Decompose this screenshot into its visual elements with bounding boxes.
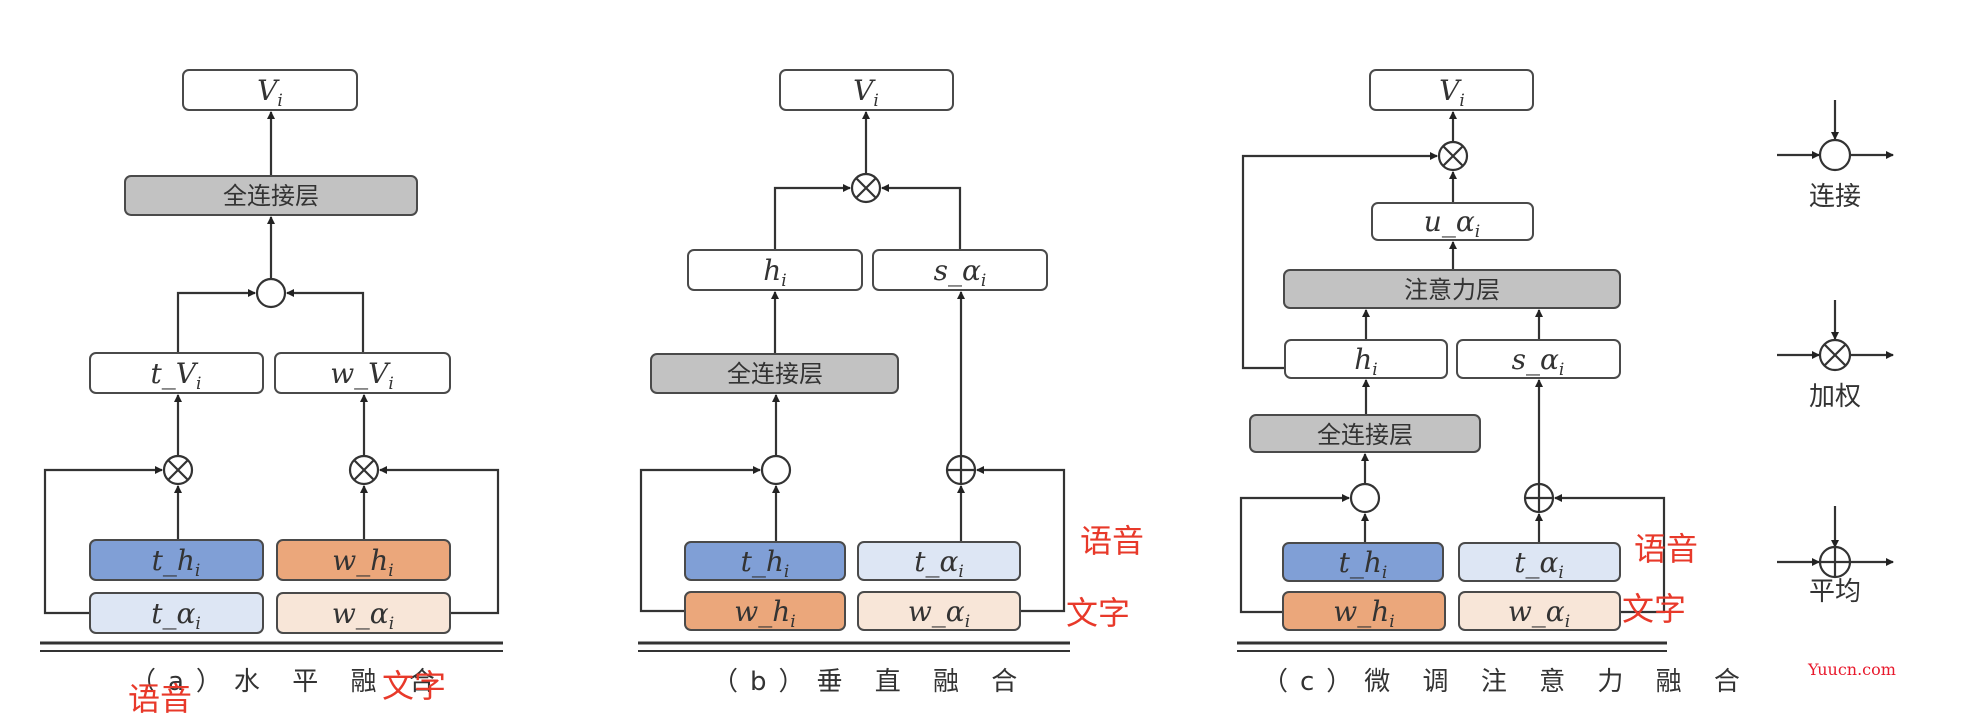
t-h-label: t_hi [1339, 546, 1388, 583]
t-h-box [89, 539, 264, 581]
t-alpha-box [89, 592, 264, 634]
annotation-text: 文字 [1622, 590, 1686, 628]
feedback-connector [1554, 494, 1666, 614]
w-h-label: w_hi [332, 544, 393, 581]
oplus-op-icon [1523, 482, 1555, 514]
legend-label: 平均 [1809, 577, 1861, 607]
u-alpha-label: u_αi [1424, 205, 1480, 242]
t-h-label: t_hi [152, 544, 201, 581]
s-alpha-label: s_αi [1512, 343, 1565, 380]
t-v-label: t_Vi [151, 357, 202, 394]
w-alpha-box [857, 591, 1021, 631]
caption-c: （c）微 调 注 意 力 融 合 [1262, 667, 1752, 697]
otimes-op-icon [348, 454, 380, 486]
watermark: Yuucn.com [1807, 660, 1896, 679]
t-alpha-label: t_αi [151, 597, 201, 634]
w-alpha-label: w_αi [908, 595, 970, 632]
w-v-box [274, 352, 451, 394]
caption-b: （b）垂 直 融 合 [712, 667, 1029, 697]
output-label: Vi [853, 74, 879, 111]
concat-op-icon [255, 277, 287, 309]
output-box [182, 69, 358, 111]
w-h-box [276, 539, 451, 581]
legend-label: 加权 [1809, 382, 1861, 412]
t-h-label: t_hi [741, 545, 790, 582]
panel-a: Vi 全连接层 t_Vi w_Vi t_hi w_hi t_αi [40, 69, 503, 718]
feedback-connector [1241, 152, 1438, 370]
fc-layer-box [650, 353, 899, 394]
legend: 连接 加权 平均 [1777, 100, 1894, 607]
annotation-speech: 语音 [128, 680, 192, 718]
legend-item-concat: 连接 [1777, 100, 1894, 212]
otimes-op-icon [850, 172, 882, 204]
feedback-connector [976, 466, 1066, 613]
t-alpha-label: t_αi [1514, 546, 1564, 583]
feedback-connector [379, 466, 500, 615]
annotation-text: 文字 [382, 667, 446, 705]
t-h-box [684, 541, 846, 581]
fc-layer-label: 全连接层 [1317, 421, 1413, 449]
panel-b: Vi hi s_αi 全连接层 t_hi t_αi w_hi [638, 69, 1144, 697]
fc-layer-box [124, 175, 418, 216]
concat-op-icon [1349, 482, 1381, 514]
w-v-label: w_Vi [330, 357, 394, 394]
oplus-icon [1818, 545, 1852, 579]
t-alpha-box [1458, 542, 1621, 582]
t-h-box [1282, 542, 1444, 582]
fc-layer-box [1249, 414, 1481, 453]
h-box [1284, 339, 1448, 379]
w-h-box [684, 591, 846, 631]
annotation-text: 文字 [1066, 594, 1130, 632]
h-label: hi [763, 254, 786, 291]
w-h-box [1282, 591, 1446, 631]
connector [286, 289, 365, 353]
w-alpha-box [1458, 591, 1621, 631]
feedback-connector [1239, 494, 1350, 614]
connector [881, 184, 962, 250]
caption-a: （a）水 平 融 合 [130, 667, 447, 697]
concat-op-icon [760, 454, 792, 486]
otimes-op-icon [162, 454, 194, 486]
w-h-label: w_hi [1333, 595, 1394, 632]
feedback-connector [639, 466, 761, 613]
output-label: Vi [257, 74, 283, 111]
s-alpha-box [1456, 339, 1621, 379]
annotation-speech: 语音 [1634, 530, 1698, 568]
connector [176, 289, 256, 353]
output-box [1369, 69, 1534, 111]
h-label: hi [1354, 343, 1377, 380]
h-box [687, 249, 863, 291]
output-label: Vi [1439, 74, 1465, 111]
w-alpha-label: w_αi [1508, 595, 1570, 632]
fc-layer-label: 全连接层 [223, 182, 319, 210]
oplus-op-icon [945, 454, 977, 486]
attention-layer-box [1283, 269, 1621, 309]
w-alpha-label: w_αi [332, 597, 394, 634]
legend-item-weighted: 加权 [1777, 300, 1894, 412]
w-alpha-box [276, 592, 451, 634]
t-alpha-label: t_αi [914, 545, 964, 582]
attention-layer-label: 注意力层 [1404, 276, 1500, 304]
legend-item-average: 平均 [1777, 506, 1894, 607]
connector [773, 184, 851, 250]
fc-layer-label: 全连接层 [727, 360, 823, 388]
s-alpha-box [872, 249, 1048, 291]
s-alpha-label: s_αi [934, 254, 987, 291]
legend-label: 连接 [1809, 182, 1861, 212]
w-h-label: w_hi [734, 595, 795, 632]
annotation-speech: 语音 [1080, 522, 1144, 560]
output-box [779, 69, 954, 111]
panel-c: Vi u_αi 注意力层 hi s_αi 全连接层 [1237, 69, 1752, 697]
u-alpha-box [1371, 202, 1534, 241]
concat-icon [1818, 138, 1852, 172]
otimes-op-icon [1437, 140, 1469, 172]
otimes-icon [1818, 338, 1852, 372]
t-v-box [89, 352, 264, 394]
feedback-connector [43, 466, 163, 615]
t-alpha-box [857, 541, 1021, 581]
